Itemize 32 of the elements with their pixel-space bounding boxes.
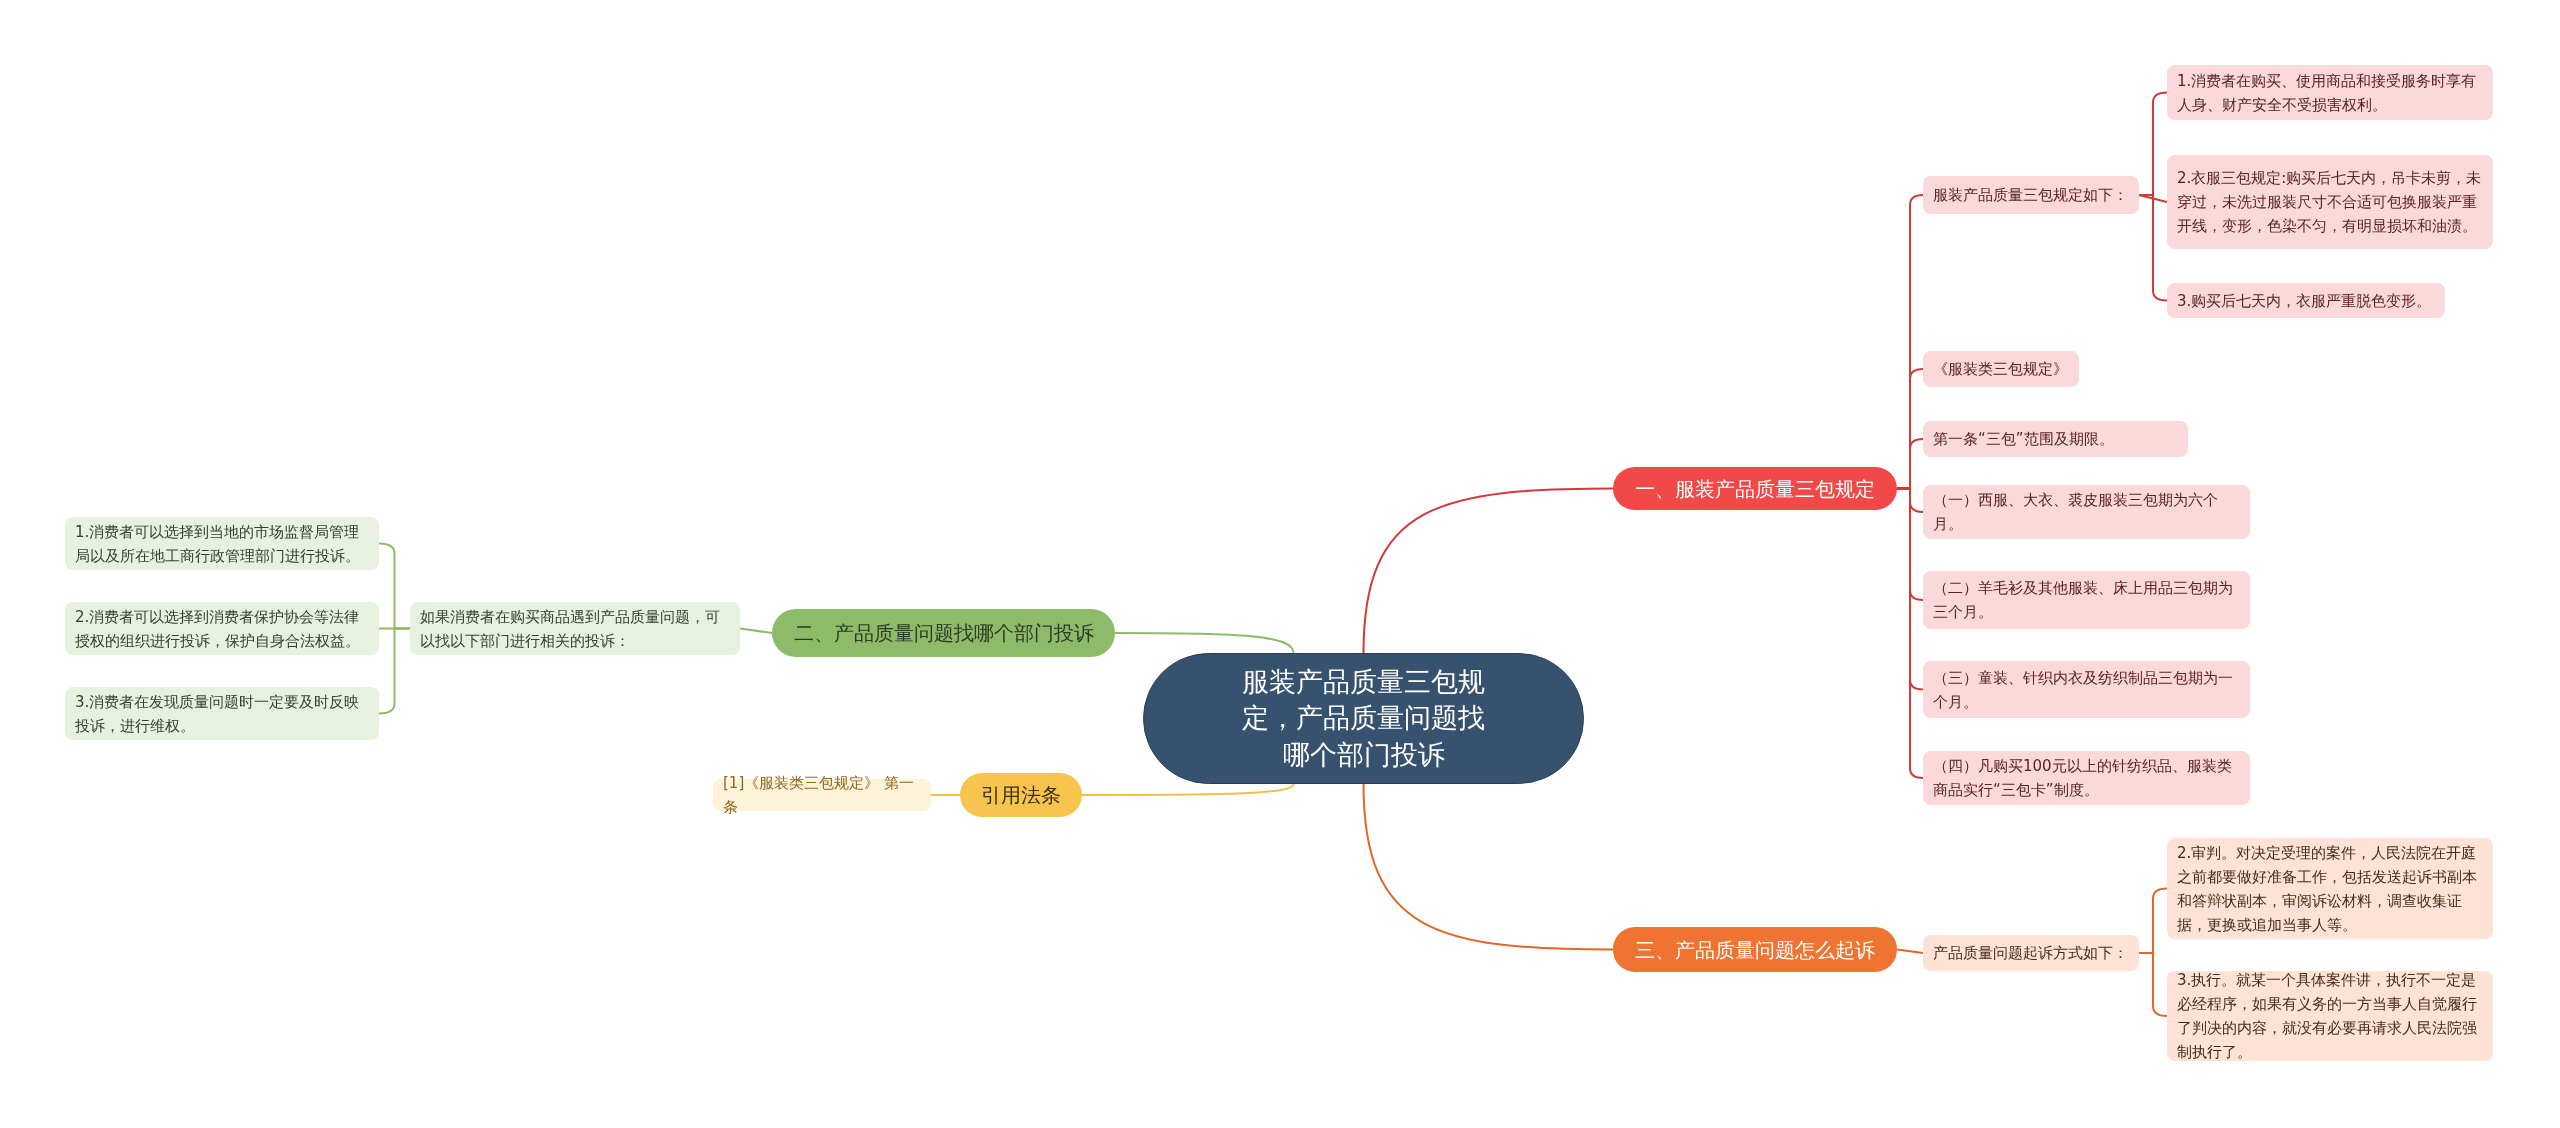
subtopic-box: 服装产品质量三包规定如下： bbox=[1923, 176, 2139, 214]
connector-line bbox=[1362, 487, 1614, 654]
subtopic-box: 第一条“三包”范围及期限。 bbox=[1923, 421, 2188, 457]
connector-line bbox=[739, 627, 773, 634]
subtopic-box: 1.消费者在购买、使用商品和接受服务时享有人身、财产安全不受损害权利。 bbox=[2167, 65, 2493, 120]
subtopic-box: （二）羊毛衫及其他服装、床上用品三包期为三个月。 bbox=[1923, 571, 2250, 629]
connector-line bbox=[1081, 783, 1295, 796]
subtopic-box: 2.审判。对决定受理的案件，人民法院在开庭之前都要做好准备工作，包括发送起诉书副本和答辩状副本，审阅诉讼材料，调查收集证据，更换或追加当事人等。 bbox=[2167, 838, 2493, 939]
subtopic-box: （一）西服、大衣、裘皮服装三包期为六个月。 bbox=[1923, 485, 2250, 539]
subtopic-box: 产品质量问题起诉方式如下： bbox=[1923, 935, 2139, 971]
subtopic-box: （四）凡购买100元以上的针纺织品、服装类商品实行“三包卡”制度。 bbox=[1923, 751, 2250, 805]
connector-line bbox=[2138, 194, 2168, 203]
subtopic-box: 1.消费者可以选择到当地的市场监督局管理局以及所在地工商行政管理部门进行投诉。 bbox=[65, 517, 379, 570]
branch-topic: 一、服装产品质量三包规定 bbox=[1613, 467, 1897, 510]
connector-line bbox=[1114, 632, 1295, 654]
central-topic: 服装产品质量三包规定，产品质量问题找哪个部门投诉 bbox=[1143, 653, 1584, 784]
subtopic-box: 3.消费者在发现质量问题时一定要及时反映投诉，进行维权。 bbox=[65, 687, 379, 740]
connector-line bbox=[1362, 783, 1614, 951]
subtopic-box: （三）童装、针织内衣及纺织制品三包期为一个月。 bbox=[1923, 661, 2250, 718]
subtopic-box: 《服装类三包规定》 bbox=[1923, 351, 2079, 387]
subtopic-box: 如果消费者在购买商品遇到产品质量问题，可以找以下部门进行相关的投诉： bbox=[410, 602, 740, 655]
connector-line bbox=[930, 794, 961, 796]
branch-topic: 二、产品质量问题找哪个部门投诉 bbox=[772, 609, 1115, 657]
connector-line bbox=[1896, 948, 1924, 954]
subtopic-box: 2.消费者可以选择到消费者保护协会等法律授权的组织进行投诉，保护自身合法权益。 bbox=[65, 602, 379, 655]
connector-line bbox=[1896, 487, 1924, 779]
subtopic-box: 2.衣服三包规定:购买后七天内，吊卡未剪，未穿过，未洗过服装尺寸不合适可包换服装严重开线，变形，色染不匀，有明显损坏和油渍。 bbox=[2167, 155, 2493, 249]
connector-line bbox=[2138, 194, 2168, 302]
branch-topic: 三、产品质量问题怎么起诉 bbox=[1613, 927, 1897, 972]
subtopic-box: 3.购买后七天内，衣服严重脱色变形。 bbox=[2167, 283, 2445, 318]
branch-topic: 引用法条 bbox=[960, 773, 1082, 817]
subtopic-box: 3.执行。就某一个具体案件讲，执行不一定是必经程序，如果有义务的一方当事人自觉履行了判决的内容，就没有必要再请求人民法院强制执行了。 bbox=[2167, 971, 2493, 1061]
